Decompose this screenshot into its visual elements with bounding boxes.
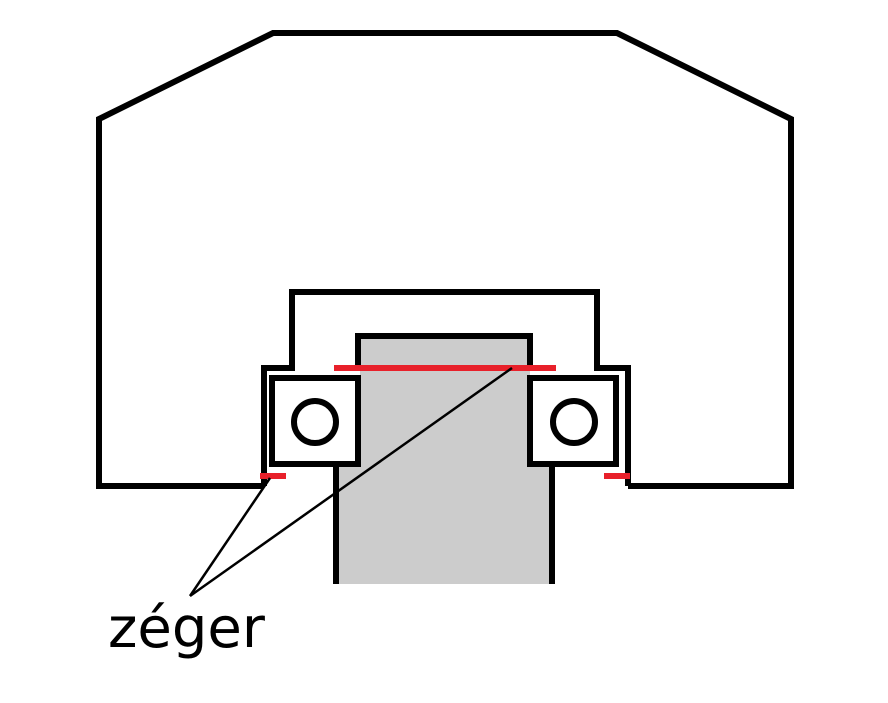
shaft-lower [336,465,552,584]
leader-line-shaft-ring [189,366,513,598]
shaft-outline [355,333,533,366]
housing-outline [96,30,794,489]
left-bearing-ball [291,398,339,446]
housing-bore [261,289,631,486]
leader-line-housing-ring [188,477,272,597]
retaining-ring-label: zéger [108,596,266,661]
right-bearing-ball [550,398,598,446]
